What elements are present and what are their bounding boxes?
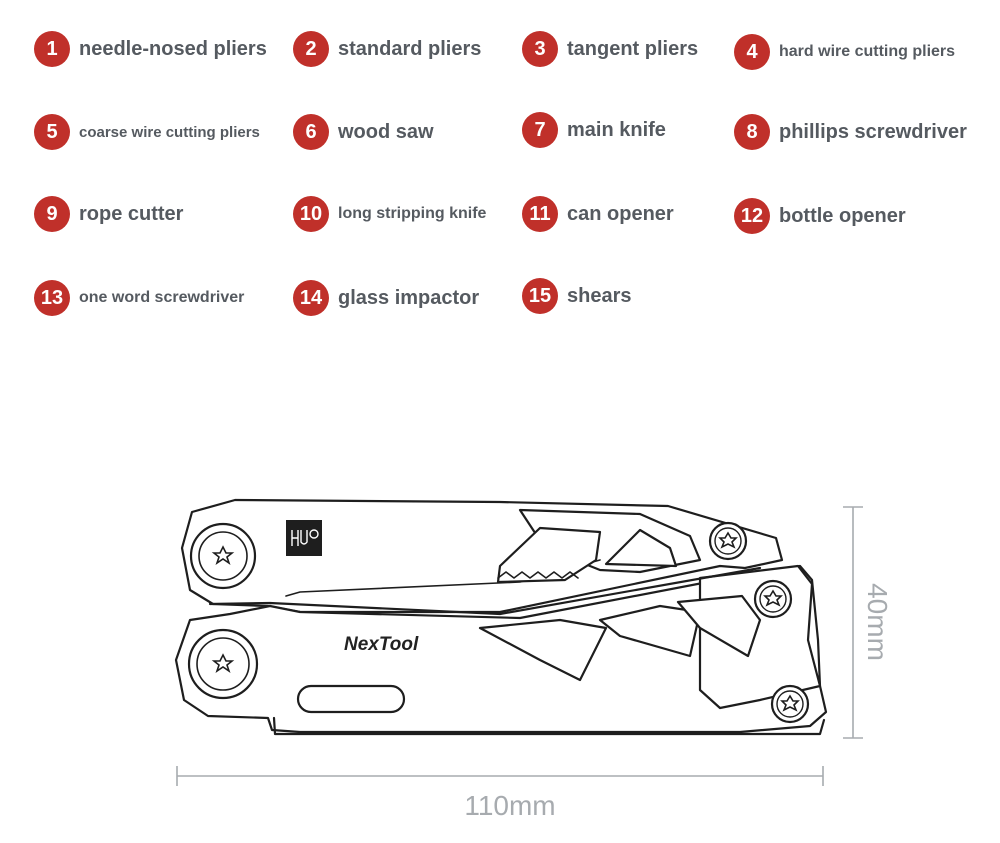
tool-label: coarse wire cutting pliers bbox=[79, 123, 260, 141]
number-badge: 3 bbox=[522, 31, 558, 67]
center-seam bbox=[208, 566, 762, 616]
screw-top bbox=[708, 521, 748, 561]
torx-icon bbox=[211, 545, 235, 565]
number-badge: 2 bbox=[293, 31, 329, 67]
tool-label: needle-nosed pliers bbox=[79, 37, 267, 60]
width-label: 110mm bbox=[464, 790, 555, 821]
legend-item-8: 8 phillips screwdriver bbox=[734, 114, 967, 150]
number-badge: 9 bbox=[34, 196, 70, 232]
screw-mid bbox=[753, 579, 793, 619]
left-lower-pivot bbox=[187, 628, 259, 700]
tool-label: can opener bbox=[567, 202, 674, 225]
legend-item-6: 6 wood saw bbox=[293, 114, 434, 150]
grip-slot bbox=[296, 684, 406, 714]
torx-icon bbox=[780, 694, 800, 712]
number-badge: 14 bbox=[293, 280, 329, 316]
multitool-drawing bbox=[174, 498, 828, 736]
tool-label: standard pliers bbox=[338, 37, 482, 60]
slot-1 bbox=[478, 618, 608, 682]
screw-bottom bbox=[770, 684, 810, 724]
legend-item-12: 12 bottle opener bbox=[734, 198, 906, 234]
number-badge: 6 bbox=[293, 114, 329, 150]
tool-label: phillips screwdriver bbox=[779, 120, 967, 143]
logo-square bbox=[286, 520, 322, 556]
torx-marks bbox=[211, 531, 800, 712]
bottom-plate bbox=[272, 716, 826, 736]
tool-label: one word screwdriver bbox=[79, 289, 245, 306]
number-badge: 13 bbox=[34, 280, 70, 316]
number-badge: 1 bbox=[34, 31, 70, 67]
tool-label: wood saw bbox=[338, 120, 434, 143]
slot-2 bbox=[598, 604, 702, 658]
height-label: 40mm bbox=[862, 583, 893, 661]
legend-item-1: 1 needle-nosed pliers bbox=[34, 31, 267, 67]
legend-item-2: 2 standard pliers bbox=[293, 31, 481, 67]
torx-icon bbox=[211, 653, 235, 673]
left-upper-pivot bbox=[189, 522, 257, 590]
number-badge: 4 bbox=[734, 34, 770, 70]
legend-item-9: 9 rope cutter bbox=[34, 196, 183, 232]
saw-window bbox=[496, 526, 602, 584]
huohou-logo-mark bbox=[291, 529, 319, 546]
number-badge: 12 bbox=[734, 198, 770, 234]
legend-item-10: 10 long stripping knife bbox=[293, 196, 486, 232]
number-badge: 5 bbox=[34, 114, 70, 150]
side-panel bbox=[698, 564, 822, 710]
tool-label: bottle opener bbox=[779, 204, 906, 227]
number-badge: 10 bbox=[293, 196, 329, 232]
legend-item-3: 3 tangent pliers bbox=[522, 31, 698, 67]
number-badge: 15 bbox=[522, 278, 558, 314]
lower-handle bbox=[174, 564, 828, 734]
brand-label: NexTool bbox=[344, 634, 419, 655]
legend-item-13: 13 one word screwdriver bbox=[34, 280, 244, 316]
torx-icon bbox=[763, 589, 783, 607]
tool-label: shears bbox=[567, 284, 632, 307]
legend-item-15: 15 shears bbox=[522, 278, 632, 314]
dimension-lines bbox=[176, 506, 863, 786]
upper-cutout-frame bbox=[518, 508, 702, 574]
number-badge: 7 bbox=[522, 112, 558, 148]
slot-3 bbox=[676, 594, 762, 658]
legend-item-7: 7 main knife bbox=[522, 112, 666, 148]
upper-handle bbox=[180, 498, 784, 614]
torx-icon bbox=[718, 531, 738, 549]
number-badge: 11 bbox=[522, 196, 558, 232]
legend-item-14: 14 glass impactor bbox=[293, 280, 479, 316]
tool-label: hard wire cutting pliers bbox=[779, 43, 956, 60]
saw-teeth bbox=[497, 571, 579, 579]
upper-window bbox=[604, 528, 678, 568]
legend-item-4: 4 hard wire cutting pliers bbox=[734, 34, 955, 70]
tool-label: glass impactor bbox=[338, 286, 480, 309]
inner-seam bbox=[285, 559, 601, 597]
tool-legend: 1 needle-nosed pliers 2 standard pliers … bbox=[0, 0, 1000, 340]
legend-item-11: 11 can opener bbox=[522, 196, 674, 232]
number-badge: 8 bbox=[734, 114, 770, 150]
legend-item-5: 5 coarse wire cutting pliers bbox=[34, 114, 260, 150]
tool-label: rope cutter bbox=[79, 202, 184, 225]
tool-label: tangent pliers bbox=[567, 37, 699, 60]
tool-label: main knife bbox=[567, 118, 666, 141]
tool-label: long stripping knife bbox=[338, 205, 487, 222]
